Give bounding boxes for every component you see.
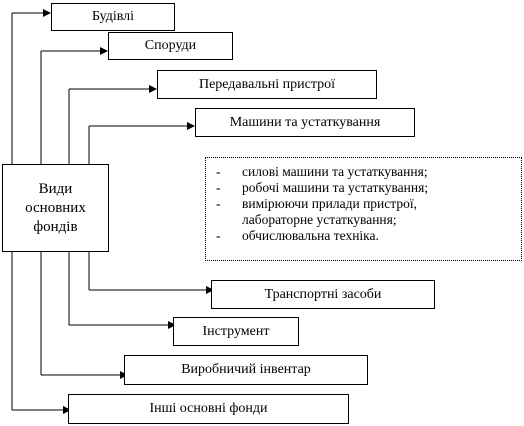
fixed-assets-types-box: Види основних фондів (2, 164, 109, 252)
detail-item: - вимірюючи прилади пристрої, (212, 196, 517, 212)
detail-dash: - (216, 196, 221, 211)
machinery-box: Машини та устаткування (195, 108, 415, 137)
transmission-devices-box: Передавальні пристрої (157, 70, 377, 99)
transport-label: Транспортні засоби (264, 286, 382, 302)
tools-box: Інструмент (173, 317, 299, 346)
detail-text: вимірюючи прилади пристрої, (242, 196, 417, 211)
detail-dash: - (216, 180, 221, 195)
center-line-3: фондів (33, 218, 78, 235)
production-inventory-box: Виробничий інвентар (124, 355, 368, 385)
detail-dash: - (216, 164, 221, 179)
buildings-label: Будівлі (91, 9, 135, 24)
machinery-details-list: - силові машини та устаткування; - робоч… (205, 157, 522, 261)
center-line-2: основних (25, 199, 86, 216)
center-line-1: Види (38, 180, 73, 197)
detail-text: силові машини та устаткування; (242, 164, 428, 179)
other-fixed-assets-label: Інші основні фонди (149, 401, 268, 416)
detail-item: - робочі машини та устаткування; (212, 180, 517, 196)
detail-text: лабораторне устаткування; (242, 212, 397, 227)
detail-dash: - (216, 228, 221, 243)
production-inventory-label: Виробничий інвентар (181, 362, 311, 377)
structures-label: Споруди (144, 38, 197, 53)
tools-label: Інструмент (202, 323, 270, 339)
detail-item: - силові машини та устаткування; (212, 164, 517, 180)
transmission-devices-label: Передавальні пристрої (198, 76, 336, 92)
detail-item: лабораторне устаткування; (212, 212, 517, 228)
transport-box: Транспортні засоби (211, 280, 435, 309)
detail-item: - обчислювальна техніка. (212, 228, 517, 244)
other-fixed-assets-box: Інші основні фонди (68, 394, 349, 424)
detail-text: робочі машини та устаткування; (242, 180, 429, 195)
machinery-label: Машини та устаткування (229, 114, 381, 130)
buildings-box: Будівлі (51, 3, 175, 31)
structures-box: Споруди (108, 32, 233, 60)
detail-text: обчислювальна техніка. (242, 228, 379, 243)
